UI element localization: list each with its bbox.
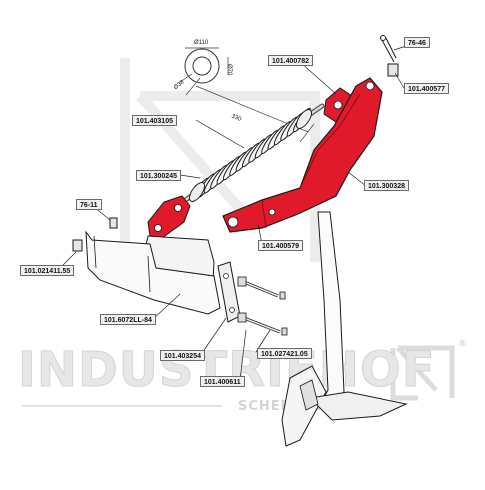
label-101-6072ll-84: 101.6072LL-84 xyxy=(100,314,156,325)
watermark-small-logo xyxy=(390,345,455,401)
dim-outer-diameter: Ø110 xyxy=(194,40,209,46)
length-dimension: 330 xyxy=(185,77,315,143)
spring-assembly xyxy=(165,103,325,215)
nut xyxy=(72,239,83,252)
pivot-pin xyxy=(387,63,399,77)
cylinder-cross-section: Ø110 Ø70 Ø38 xyxy=(173,40,232,91)
dim-length: 330 xyxy=(230,114,242,124)
tine-point xyxy=(281,365,408,447)
dim-inner-diameter: Ø70 xyxy=(226,64,232,76)
label-101-400782: 101.400782 xyxy=(268,55,313,66)
clamp-strip xyxy=(217,261,241,323)
label-101-403105: 101.403105 xyxy=(132,115,177,126)
spring-coils xyxy=(191,107,311,203)
bolt-upper xyxy=(237,276,286,300)
watermark-brand: INDUSTRIEHOF xyxy=(18,342,436,398)
split-pin xyxy=(380,35,397,63)
label-101-300328: 101.300328 xyxy=(364,180,409,191)
spring-cap-lower xyxy=(188,182,206,202)
label-101-400579: 101.400579 xyxy=(258,240,303,251)
label-76-46: 76-46 xyxy=(404,37,430,48)
bolt-lower xyxy=(237,312,288,336)
label-101-027421-05: 101.027421.05 xyxy=(257,348,312,359)
label-76-11: 76-11 xyxy=(76,199,102,210)
lower-clamp xyxy=(147,195,191,239)
watermark-registered: ® xyxy=(458,339,468,349)
cap-screw xyxy=(109,217,118,229)
outer-diameter-circle xyxy=(184,48,220,84)
inner-diameter-circle xyxy=(192,56,212,76)
spring-cap-upper xyxy=(295,109,313,129)
label-101-400577: 101.400577 xyxy=(404,83,449,94)
label-101-400611: 101.400611 xyxy=(200,376,245,387)
label-101-300245: 101.300245 xyxy=(136,170,181,181)
dim-small-diameter: Ø38 xyxy=(173,79,186,91)
main-arm xyxy=(222,77,383,233)
label-101-403254: 101.403254 xyxy=(160,350,205,361)
small-diameter-dimline xyxy=(179,73,193,83)
label-101-021411-55: 101.021411.55 xyxy=(20,265,75,276)
mounting-plate-front xyxy=(85,230,221,315)
